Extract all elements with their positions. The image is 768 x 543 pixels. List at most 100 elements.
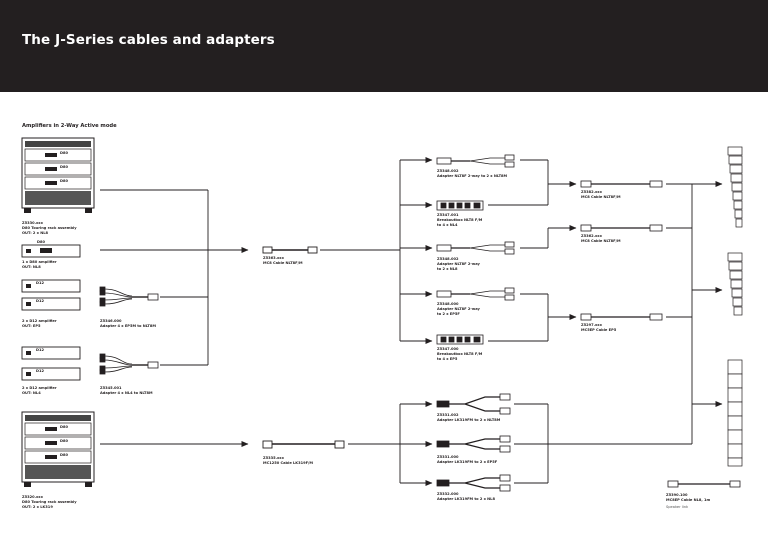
out3-label: Z5297.xxx MC5EP Cable EP5: [581, 323, 616, 333]
speaker-link-note: Speaker link: [666, 505, 689, 509]
speaker-array-1: [727, 146, 743, 228]
out2-code: Z5362.xxx: [581, 234, 602, 238]
rack1-code: Z5330.xxx: [22, 221, 43, 225]
out2-label: Z5362.xxx MC8 Cable NLT8F/M: [581, 234, 621, 244]
d80-name: 1 x D80 amplifier: [22, 260, 57, 264]
cable-mc1250-code: Z5335.xxx: [263, 456, 284, 460]
cable-mc1250: [262, 440, 345, 449]
cable-mc8-name: MC8 Cable NLT8F/M: [263, 261, 303, 265]
split1-label: Z5348.002 Adapter NLT8F 2-way to 2 x NLT…: [437, 169, 507, 179]
rack1-label: Z5330.xxx D80 Touring rack assembly OUT:…: [22, 221, 77, 236]
d12b-name: 2 x D12 amplifier: [22, 386, 57, 390]
split3-code: Z5348.002: [437, 257, 459, 261]
rack2-out: OUT: 2 x LK319: [22, 505, 53, 509]
speaker-stack: [727, 359, 743, 467]
rack1-unit-label: D80: [37, 240, 45, 244]
split5-label: Z5347.000 Breakoutbox NLT8 F/M to 4 x EP…: [437, 347, 482, 362]
d12b-label: 2 x D12 amplifier OUT: NL4: [22, 386, 57, 396]
rack1-unit1: D80: [60, 151, 68, 155]
cable-mc8-code: Z5363.xxx: [263, 256, 284, 260]
split2-desc: Breakoutbox NLT8 F/M: [437, 218, 483, 222]
d80-label: 1 x D80 amplifier OUT: NL8: [22, 260, 57, 270]
d12-amplifier-pair-b: [21, 346, 81, 381]
cable-mc8-label: Z5363.xxx MC8 Cable NLT8F/M: [263, 256, 303, 266]
d12a-name: 2 x D12 amplifier: [22, 319, 57, 323]
out1-code: Z5382.xxx: [581, 190, 602, 194]
cable-mc8: [262, 246, 318, 254]
split3-desc: Adapter NLT8F 2-way: [437, 262, 480, 266]
split7-label: Z5331.000 Adapter LK319FM to 2 x EP5F: [437, 455, 497, 465]
d12a-unit-label-top: D12: [36, 281, 44, 285]
rack1-out: OUT: 2 x NL8: [22, 231, 49, 235]
out3-name: MC5EP Cable EP5: [581, 328, 617, 332]
split4-code: Z5348.000: [437, 302, 459, 306]
split4-label: Z5348.000 Adapter NLT8F 2-way to 2 x EP5…: [437, 302, 480, 317]
split2-code: Z5347.001: [437, 213, 459, 217]
rack2-code: Z5320.xxx: [22, 495, 43, 499]
split5-desc: Breakoutbox NLT8 F/M: [437, 352, 483, 356]
connector-lines: [100, 157, 723, 486]
split7-code: Z5331.000: [437, 455, 459, 459]
d12b-unit-label-bottom: D12: [36, 369, 44, 373]
d12a-label: 2 x D12 amplifier OUT: EP5: [22, 319, 57, 329]
split1-code: Z5348.002: [437, 169, 459, 173]
rack2-label: Z5320.xxx D80 Touring rack assembly OUT:…: [22, 495, 77, 510]
output-cables: [580, 180, 741, 488]
split1-desc: Adapter NLT8F 2-way to 2 x NLT8M: [437, 174, 508, 178]
header-bar: The J-Series cables and adapters: [0, 0, 768, 92]
adapter-nl4-name: Adapter 4 x NL4 to NLT8M: [100, 391, 153, 395]
adapter-nl4-fan: [99, 353, 159, 375]
out1-name: MC8 Cable NLT8F/M: [581, 195, 621, 199]
d12a-unit-label-bottom: D12: [36, 299, 44, 303]
adapter-ep5-label: Z5346.000 Adapter 4 x EP5M to NLT8M: [100, 319, 156, 329]
split3-label: Z5348.002 Adapter NLT8F 2-way to 2 x NL8: [437, 257, 480, 272]
adapter-nl4-code: Z5345.001: [100, 386, 122, 390]
rack2-name: D80 Touring rack assembly: [22, 500, 77, 504]
d12-amplifier-pair-a: [21, 279, 81, 311]
split-adapters: [436, 154, 515, 492]
cable-mc1250-name: MC1250 Cable LK319F/M: [263, 461, 313, 465]
rack2-unit1: D80: [60, 425, 68, 429]
speaker-array-2: [727, 252, 743, 316]
d80-out: OUT: NL8: [22, 265, 41, 269]
adapter-ep5-code: Z5346.000: [100, 319, 122, 323]
split8-code: Z5332.000: [437, 492, 459, 496]
rack1-device: [21, 137, 95, 213]
split6-code: Z5331.002: [437, 413, 459, 417]
split4-desc2: to 2 x EP5F: [437, 312, 460, 316]
out3-code: Z5297.xxx: [581, 323, 602, 327]
split5-code: Z5347.000: [437, 347, 459, 351]
rack2-device: [21, 411, 95, 487]
split2-desc2: to 4 x NL4: [437, 223, 458, 227]
d12b-out: OUT: NL4: [22, 391, 41, 395]
split3-desc2: to 2 x NL8: [437, 267, 458, 271]
split5-desc2: to 4 x EP5: [437, 357, 458, 361]
out2-name: MC8 Cable NLT8F/M: [581, 239, 621, 243]
split6-label: Z5331.002 Adapter LK319FM to 2 x NLT8M: [437, 413, 500, 423]
cable-mc1250-label: Z5335.xxx MC1250 Cable LK319F/M: [263, 456, 313, 466]
page-title: The J-Series cables and adapters: [22, 32, 275, 48]
out4-label: Z5390.100 MC8EP Cable NL8, 1m: [666, 493, 710, 503]
rack2-unit2: D80: [60, 439, 68, 443]
adapter-ep5-name: Adapter 4 x EP5M to NLT8M: [100, 324, 156, 328]
rack1-name: D80 Touring rack assembly: [22, 226, 77, 230]
adapter-nl4-label: Z5345.001 Adapter 4 x NL4 to NLT8M: [100, 386, 153, 396]
split8-label: Z5332.000 Adapter LK319FM to 2 x NL8: [437, 492, 495, 502]
adapter-ep5-fan: [99, 286, 159, 307]
out4-name: MC8EP Cable NL8, 1m: [666, 498, 711, 502]
rack1-unit3: D80: [60, 179, 68, 183]
split8-desc: Adapter LK319FM to 2 x NL8: [437, 497, 495, 501]
out1-label: Z5382.xxx MC8 Cable NLT8F/M: [581, 190, 621, 200]
out4-code: Z5390.100: [666, 493, 688, 497]
section-title: Amplifiers in 2-Way Active mode: [22, 123, 117, 129]
split7-desc: Adapter LK319FM to 2 x EP5F: [437, 460, 498, 464]
split6-desc: Adapter LK319FM to 2 x NLT8M: [437, 418, 501, 422]
d12a-out: OUT: EP5: [22, 324, 41, 328]
rack2-unit3: D80: [60, 453, 68, 457]
d80-amplifier: [21, 244, 81, 258]
d12b-unit-label-top: D12: [36, 348, 44, 352]
split4-desc: Adapter NLT8F 2-way: [437, 307, 480, 311]
split2-label: Z5347.001 Breakoutbox NLT8 F/M to 4 x NL…: [437, 213, 482, 228]
rack1-unit2: D80: [60, 165, 68, 169]
